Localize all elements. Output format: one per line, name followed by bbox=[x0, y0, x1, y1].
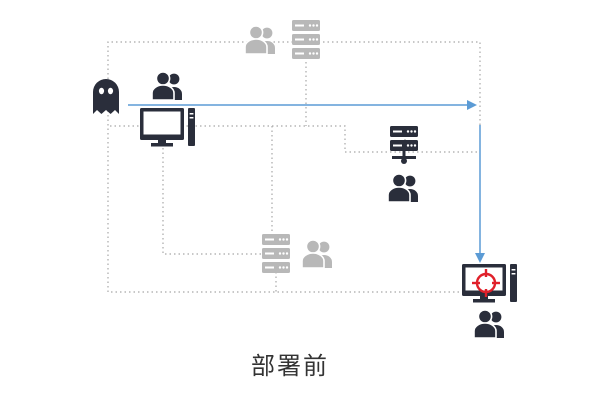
right-users-icon bbox=[387, 173, 418, 203]
dotted-link-pc-lower bbox=[162, 148, 262, 255]
target-pc-icon bbox=[462, 264, 517, 303]
lower-users-icon bbox=[301, 239, 332, 269]
network-diagram bbox=[93, 20, 517, 339]
bottom-users-icon bbox=[473, 309, 504, 339]
top-users-icon bbox=[151, 71, 182, 101]
lower-server-icon bbox=[262, 234, 290, 273]
top-pc-icon bbox=[140, 108, 195, 147]
upper-users-icon bbox=[244, 25, 275, 55]
diagram-caption: 部署前 bbox=[251, 352, 329, 380]
upper-server-icon bbox=[292, 20, 320, 59]
dotted-link-outer-top bbox=[107, 41, 481, 125]
right-server-icon bbox=[390, 126, 418, 164]
crosshair-icon bbox=[472, 269, 500, 297]
attacker-ghost-icon bbox=[93, 79, 119, 114]
dotted-link-main bbox=[110, 125, 480, 153]
